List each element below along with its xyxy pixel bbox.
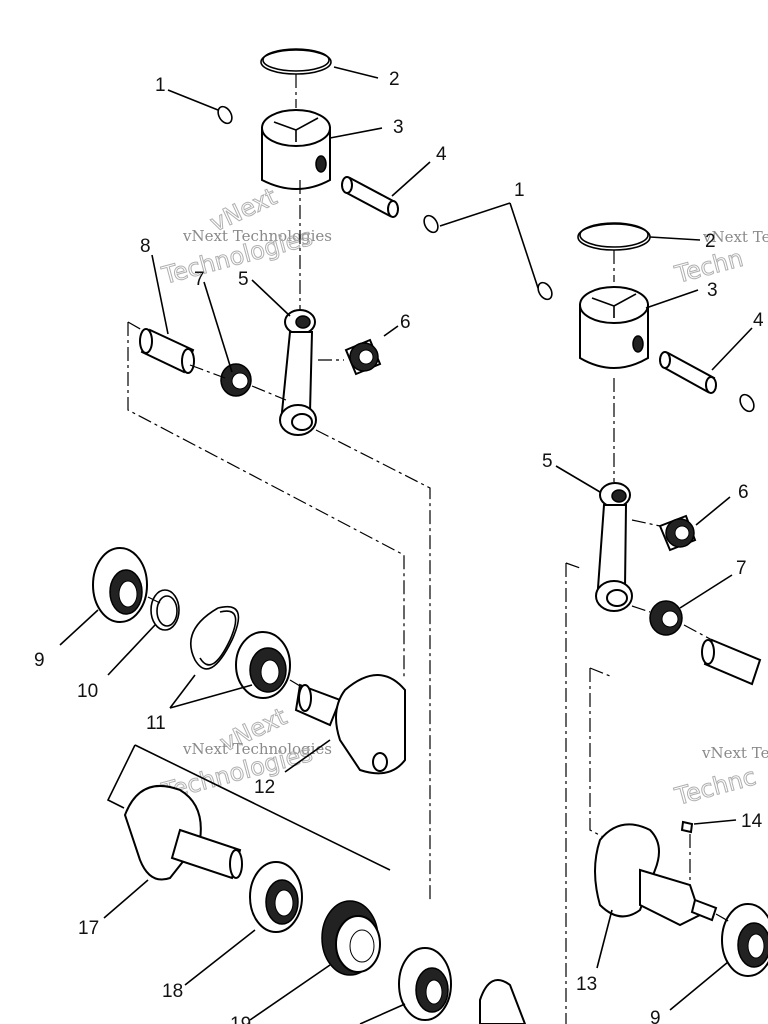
- needle-bearing-big-right: [649, 600, 683, 636]
- circlip-11-left: [190, 605, 240, 670]
- svg-text:vNext Technologies: vNext Technologies: [182, 740, 332, 758]
- crankshaft-half-17: [123, 785, 243, 881]
- ball-bearing-11-left: [235, 631, 291, 699]
- ball-bearing-18: [249, 861, 303, 933]
- callout-labels: 1 2 3 4 1 2 3 4 8 7 5 6 5 6 7 9 10 11 12…: [34, 69, 764, 1024]
- svg-text:Technc: Technc: [671, 762, 759, 811]
- callout-18: 18: [162, 981, 183, 1002]
- callout-2-left: 2: [389, 69, 400, 90]
- callout-5-left: 5: [238, 269, 249, 290]
- seal-19: [321, 900, 381, 976]
- connecting-rod-right: [595, 482, 633, 612]
- callout-3-right: 3: [707, 280, 718, 301]
- callout-3-left: 3: [393, 117, 404, 138]
- ball-bearing-bottom: [398, 947, 452, 1021]
- crankshaft-half-12: [294, 674, 406, 775]
- ball-bearing-9-left: [92, 547, 148, 623]
- callout-6-left: 6: [400, 312, 411, 333]
- crankshaft-half-13: [594, 823, 718, 927]
- connecting-rod-left: [279, 309, 317, 436]
- svg-text:vNext Te: vNext Te: [702, 228, 768, 246]
- callout-1-mid: 1: [514, 180, 525, 201]
- callout-8-left: 8: [140, 236, 151, 257]
- callout-14: 14: [741, 811, 763, 832]
- callout-7-right: 7: [736, 558, 747, 579]
- watermark-left-bottom: vNext vNext Technologies Technologies: [158, 702, 332, 807]
- callout-2-right: 2: [705, 231, 716, 252]
- snap-ring-10-left: [150, 589, 180, 631]
- svg-text:vNext Technologies: vNext Technologies: [182, 227, 332, 245]
- svg-text:vNext Techn: vNext Techn: [701, 744, 768, 762]
- piston-pin-left: [341, 176, 399, 218]
- callout-10-left: 10: [77, 681, 98, 702]
- leader-lines: [59, 66, 753, 1024]
- piston-pin-right: [659, 351, 717, 394]
- circlip-left-b: [423, 214, 439, 234]
- callout-12-left: 12: [254, 777, 275, 798]
- piston-ring-left: [260, 48, 332, 75]
- woodruff-key-14: [680, 820, 694, 834]
- piston-right: [579, 286, 649, 369]
- callout-4-right: 4: [753, 310, 764, 331]
- watermark-right-top: vNext Te Techn: [671, 228, 768, 290]
- circlip-right-a: [537, 281, 553, 301]
- circlip-left-a: [217, 105, 233, 125]
- callout-17: 17: [78, 918, 99, 939]
- needle-bearing-big-left: [220, 363, 252, 397]
- callout-4-left: 4: [436, 144, 447, 165]
- needle-bearing-small-left: [344, 338, 382, 376]
- crank-pin-right: [701, 638, 762, 686]
- needle-bearing-small-right: [658, 514, 697, 552]
- callout-11-left: 11: [146, 713, 166, 734]
- ball-bearing-9-right: [721, 903, 768, 977]
- callout-9-right: 9: [650, 1008, 661, 1024]
- callout-7-left: 7: [194, 269, 205, 290]
- callout-6-right: 6: [738, 482, 749, 503]
- piston-left: [261, 109, 331, 190]
- callout-5-right: 5: [542, 451, 553, 472]
- gear-bottom: [479, 979, 527, 1024]
- circlip-right-b: [739, 393, 755, 413]
- callout-1-left: 1: [155, 75, 166, 96]
- callout-19: 19: [230, 1014, 251, 1024]
- callout-9-left: 9: [34, 650, 45, 671]
- watermark-right-bottom: vNext Techn Technc: [671, 744, 768, 812]
- crank-pin-left: [139, 328, 195, 374]
- piston-ring-right: [577, 222, 651, 251]
- callout-13: 13: [576, 974, 597, 995]
